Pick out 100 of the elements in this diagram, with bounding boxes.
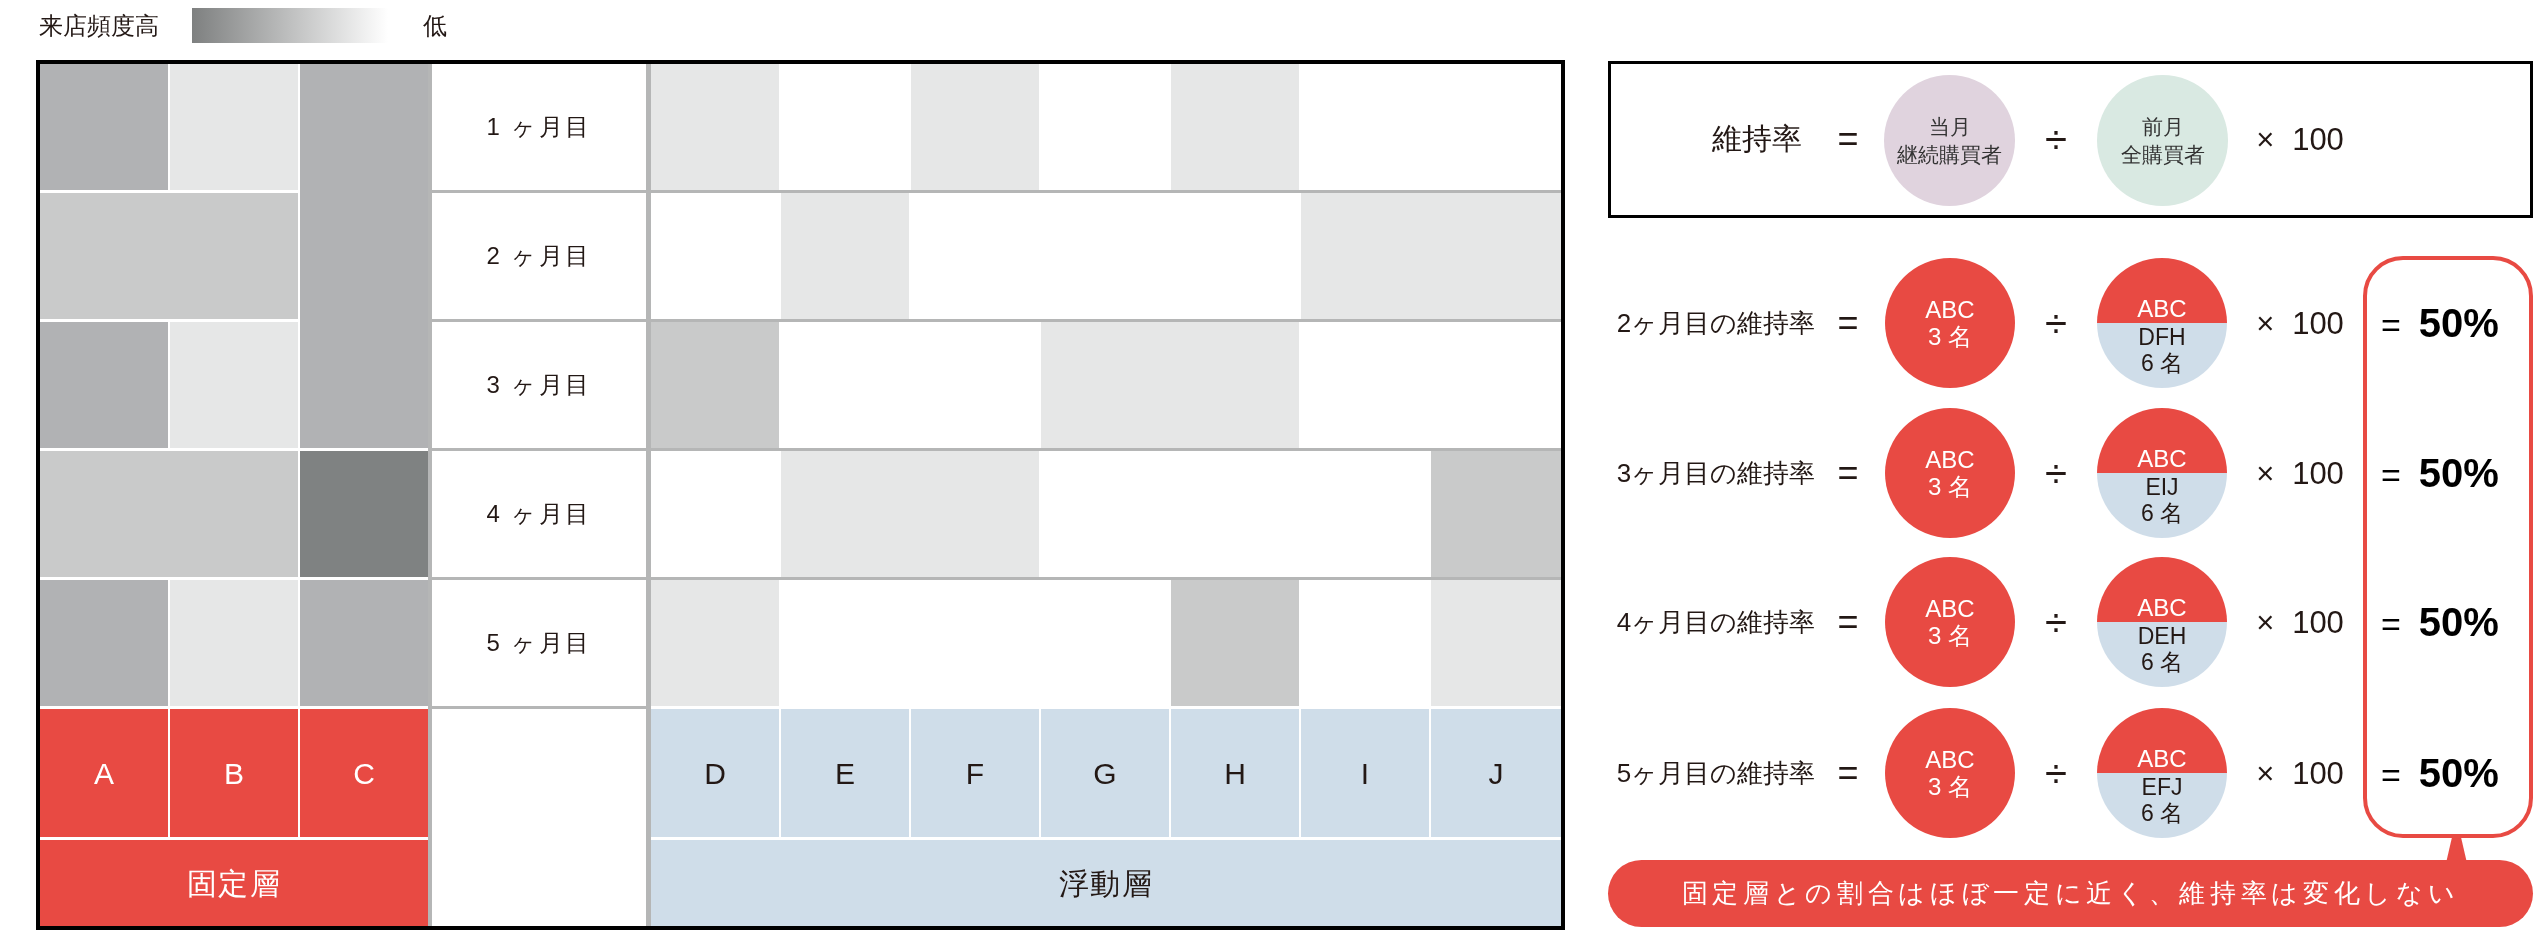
scale-label: 低	[423, 14, 447, 38]
customer-tile	[911, 709, 1039, 837]
divide-sign: ÷	[2045, 303, 2067, 343]
month-label: 5 ヶ月目	[486, 628, 592, 658]
circle-label: 3 名	[1928, 622, 1972, 649]
customer-letter: H	[1224, 755, 1246, 792]
circle-label: DFH	[2138, 324, 2186, 350]
customer-letter: D	[704, 755, 726, 792]
circle-label: DEH	[2137, 623, 2187, 649]
heatmap-cell	[781, 451, 1039, 577]
heatmap-cell	[651, 322, 779, 448]
circle-label: ABC	[2137, 295, 2187, 322]
heatmap-cell	[1171, 64, 1299, 190]
circle-label: ABC	[2137, 594, 2187, 621]
month-label: 2 ヶ月目	[486, 241, 592, 271]
equals-sign: =	[1837, 121, 1859, 157]
customer-letter: C	[353, 755, 375, 792]
heatmap-cell	[651, 580, 779, 706]
heatmap-cell	[40, 193, 298, 319]
divide-sign: ÷	[2045, 119, 2067, 159]
heatmap-cell	[1431, 451, 1561, 577]
customer-tile	[781, 709, 909, 837]
equals-sign: =	[1837, 604, 1859, 640]
heatmap-cell	[651, 64, 779, 190]
tier-band	[651, 840, 1561, 926]
circle-label: ABC	[1925, 446, 1975, 473]
divide-sign: ÷	[2045, 753, 2067, 793]
customer-tile	[170, 709, 298, 837]
heatmap-cell	[1041, 322, 1299, 448]
divide-sign: ÷	[2045, 602, 2067, 642]
customer-letter: A	[94, 755, 114, 792]
circle-label: EIJ	[2145, 474, 2179, 500]
divide-sign: ÷	[2045, 453, 2067, 493]
formula-box	[1608, 61, 2533, 218]
month-label: 3 ヶ月目	[486, 370, 592, 400]
circle-label: 前月	[2141, 113, 2184, 140]
customer-tile	[651, 709, 779, 837]
circle-label: 3 名	[1928, 473, 1972, 500]
heatmap-cell	[170, 64, 298, 190]
circle-label: ABC	[1925, 296, 1975, 323]
multiply-label: × 100	[2256, 606, 2344, 638]
circle-label: 継続購買者	[1897, 141, 2002, 168]
result-value: = 50%	[2381, 453, 2499, 493]
circle-label: 全購買者	[2120, 141, 2205, 168]
heatmap-cell	[1301, 193, 1561, 319]
tier-label: 浮動層	[1058, 865, 1154, 902]
customer-tile	[40, 709, 168, 837]
customer-tile	[1431, 709, 1561, 837]
heatmap-cell	[170, 322, 298, 448]
equals-sign: =	[1837, 305, 1859, 341]
customer-letter: F	[965, 755, 985, 792]
month-label: 4 ヶ月目	[486, 499, 592, 529]
equals-sign: =	[1837, 755, 1859, 791]
row-label: 4ヶ月目の維持率	[1616, 609, 1816, 635]
heatmap-cell	[40, 64, 168, 190]
customer-letter: E	[835, 755, 855, 792]
customer-tile	[1041, 709, 1169, 837]
multiply-label: × 100	[2256, 307, 2344, 339]
tier-label: 固定層	[186, 865, 282, 902]
circle-label: ABC	[2137, 445, 2187, 472]
equals-sign: =	[1837, 455, 1859, 491]
circle-label: 3 名	[1928, 323, 1972, 350]
heatmap-cell	[40, 451, 298, 577]
circle-label: 3 名	[1928, 773, 1972, 800]
heatmap-cell	[1171, 580, 1299, 706]
heatmap-cell	[300, 451, 428, 577]
heatmap-cell	[40, 322, 168, 448]
result-value: = 50%	[2381, 602, 2499, 642]
customer-letter: I	[1360, 755, 1370, 792]
customer-letter: J	[1488, 755, 1504, 792]
circle-label: EFJ	[2141, 774, 2183, 800]
grid-frame	[36, 60, 1565, 930]
customer-tile	[1301, 709, 1429, 837]
result-frame	[2363, 256, 2533, 838]
customer-letter: G	[1093, 755, 1117, 792]
multiply-label: × 100	[2256, 123, 2344, 155]
result-value: = 50%	[2381, 303, 2499, 343]
callout-text: 固定層との割合はほぼ一定に近く、維持率は変化しない	[1681, 877, 2460, 910]
customer-tile	[1171, 709, 1299, 837]
multiply-label: × 100	[2256, 757, 2344, 789]
circle-label: 6 名	[2140, 500, 2184, 526]
circle-label: 当月	[1928, 113, 1971, 140]
circle-label: 6 名	[2140, 350, 2184, 376]
heatmap-cell	[300, 64, 428, 448]
heatmap-cell	[40, 580, 168, 706]
heatmap-cell	[781, 193, 909, 319]
row-label: 3ヶ月目の維持率	[1616, 460, 1816, 486]
circle-label: 6 名	[2140, 800, 2184, 826]
circle-label: 6 名	[2140, 649, 2184, 675]
callout-tail	[2446, 835, 2467, 861]
heatmap-cell	[300, 580, 428, 706]
heatmap-cell	[170, 580, 298, 706]
circle-label: ABC	[2137, 745, 2187, 772]
scale-label: 来店頻度高	[39, 14, 159, 38]
row-label: 5ヶ月目の維持率	[1616, 760, 1816, 786]
result-value: = 50%	[2381, 753, 2499, 793]
heatmap-cell	[1431, 580, 1561, 706]
term-label: 維持率	[1712, 124, 1802, 154]
heatmap-cell	[911, 64, 1039, 190]
customer-letter: B	[224, 755, 244, 792]
